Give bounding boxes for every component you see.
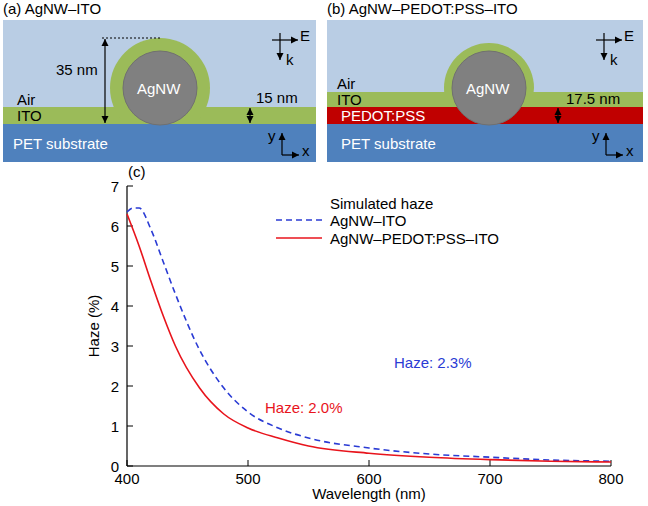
dimension-label: 35 nm bbox=[56, 62, 98, 77]
nanowire-label: AgNW bbox=[466, 81, 512, 96]
pedot-layer-label: PEDOT:PSS bbox=[341, 108, 428, 123]
region-label: ITO bbox=[337, 92, 364, 107]
dotted-guide bbox=[102, 38, 160, 39]
field-axis bbox=[272, 39, 298, 40]
region-label: AgNW bbox=[466, 81, 512, 96]
substrate-label: PET substrate bbox=[13, 136, 110, 151]
haze-curve-agnw-ito bbox=[127, 208, 611, 461]
tick-label: 700 bbox=[477, 471, 502, 486]
region-label: Air bbox=[17, 92, 38, 107]
x-tick bbox=[127, 460, 128, 466]
axis-title: Haze (%) bbox=[86, 295, 101, 358]
legend-title: Simulated haze bbox=[330, 196, 433, 211]
wave-axis bbox=[603, 33, 604, 60]
coord-axis bbox=[281, 133, 282, 155]
tick-label: 800 bbox=[598, 471, 623, 486]
silver-nanowire bbox=[123, 51, 197, 125]
region-label: PET substrate bbox=[341, 136, 438, 151]
air-region bbox=[327, 20, 643, 162]
axis-label: x bbox=[302, 143, 310, 158]
panel-heading: (b) AgNW–PEDOT:PSS–ITO bbox=[327, 1, 518, 16]
air-region bbox=[3, 20, 316, 162]
tick-label: 2 bbox=[111, 379, 119, 394]
legend-entry: AgNW–PEDOT:PSS–ITO bbox=[330, 231, 499, 246]
ito-layer-label: ITO bbox=[17, 108, 44, 123]
region-label: ITO bbox=[17, 108, 44, 123]
region-label: PET substrate bbox=[13, 136, 110, 151]
axis-label: x bbox=[626, 143, 634, 158]
value-note: Haze: 2.0% bbox=[263, 400, 345, 415]
pet-substrate bbox=[3, 124, 316, 162]
axis-label: y bbox=[592, 128, 600, 143]
y-axis bbox=[126, 186, 127, 466]
x-tick bbox=[490, 460, 491, 466]
x-tick bbox=[369, 460, 370, 466]
air-region-label: Air bbox=[337, 76, 358, 91]
panel-heading: (a) AgNW–ITO bbox=[3, 1, 101, 16]
y-tick bbox=[127, 466, 133, 467]
dimension-arrow bbox=[104, 39, 105, 123]
y-tick bbox=[127, 306, 133, 307]
legend-sample bbox=[276, 219, 322, 221]
tick-label: 5 bbox=[111, 259, 119, 274]
value-note: Haze: 2.3% bbox=[392, 355, 474, 370]
substrate-label: PET substrate bbox=[341, 136, 438, 151]
tick-label: 4 bbox=[111, 299, 119, 314]
panel-letter: (c) bbox=[128, 164, 146, 179]
coord-axis bbox=[282, 154, 299, 155]
field-axis bbox=[596, 39, 622, 40]
dimension-arrow bbox=[557, 108, 558, 123]
region-label: PEDOT:PSS bbox=[341, 108, 428, 123]
x-tick bbox=[611, 460, 612, 466]
wave-vector-label: k bbox=[610, 52, 618, 67]
field-label: E bbox=[300, 28, 310, 43]
tick-label: 6 bbox=[111, 219, 119, 234]
field-label: E bbox=[624, 28, 634, 43]
pet-substrate bbox=[327, 124, 643, 162]
y-tick bbox=[127, 426, 133, 427]
y-tick bbox=[127, 386, 133, 387]
axis-label: y bbox=[268, 128, 276, 143]
silver-nanowire bbox=[452, 51, 526, 125]
y-tick bbox=[127, 186, 133, 187]
region-label: AgNW bbox=[137, 81, 183, 96]
tick-label: 3 bbox=[111, 339, 119, 354]
wave-axis bbox=[279, 33, 280, 60]
tick-label: 1 bbox=[111, 419, 119, 434]
coord-axis bbox=[606, 154, 623, 155]
dimension-label: 17.5 nm bbox=[566, 91, 620, 106]
x-tick bbox=[248, 460, 249, 466]
dimension-label: 15 nm bbox=[256, 90, 298, 105]
y-tick bbox=[127, 346, 133, 347]
region-label: Air bbox=[337, 76, 358, 91]
ito-layer-label: ITO bbox=[337, 92, 364, 107]
axis-title: Wavelength (nm) bbox=[312, 486, 426, 501]
coord-axis bbox=[605, 133, 606, 155]
haze-curve-agnw-pedot-ito bbox=[127, 214, 611, 462]
ito-shell bbox=[110, 38, 210, 138]
tick-label: 7 bbox=[111, 179, 119, 194]
legend-sample bbox=[276, 237, 322, 239]
tick-label: 500 bbox=[235, 471, 260, 486]
air-region-label: Air bbox=[17, 92, 38, 107]
dimension-arrow bbox=[249, 108, 250, 123]
wave-vector-label: k bbox=[286, 52, 294, 67]
tick-label: 400 bbox=[114, 471, 139, 486]
y-tick bbox=[127, 266, 133, 267]
nanowire-label: AgNW bbox=[137, 81, 183, 96]
legend-entry: AgNW–ITO bbox=[330, 213, 406, 228]
tick-label: 600 bbox=[356, 471, 381, 486]
